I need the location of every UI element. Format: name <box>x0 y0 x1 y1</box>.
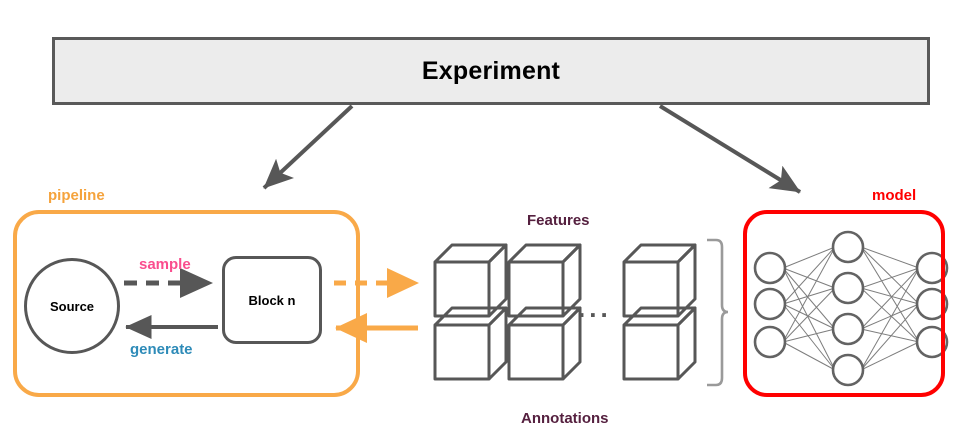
experiment-box[interactable]: Experiment <box>52 37 930 105</box>
connector-experiment-to-model <box>658 104 802 194</box>
annotations-label: Annotations <box>521 410 609 427</box>
edge-label-sample: sample <box>139 256 191 273</box>
cube-ellipsis: ... <box>578 293 612 323</box>
cube-annotation-1 <box>433 306 508 381</box>
pipeline-node-source[interactable]: Source <box>24 258 120 354</box>
experiment-title: Experiment <box>421 56 561 85</box>
pipeline-node-block-n-label: Block n <box>248 292 296 308</box>
network-node-output-2 <box>915 287 949 321</box>
network-node-hidden-2 <box>831 271 865 305</box>
network-node-hidden-3 <box>831 312 865 346</box>
pipeline-group-label: pipeline <box>48 187 105 204</box>
pipeline-node-block-n[interactable]: Block n <box>222 256 322 344</box>
network-node-input-3 <box>753 325 787 359</box>
network-node-hidden-1 <box>831 230 865 264</box>
features-label: Features <box>527 212 590 229</box>
model-group-label: model <box>872 187 917 204</box>
pipeline-node-source-label: Source <box>49 298 95 314</box>
cube-feature-1 <box>433 243 508 318</box>
network-node-output-3 <box>915 325 949 359</box>
neural-network <box>753 230 949 387</box>
connector-experiment-to-pipeline <box>262 104 354 190</box>
network-node-output-1 <box>915 251 949 285</box>
edge-label-generate: generate <box>130 341 193 358</box>
dataset-brace <box>707 238 729 387</box>
cube-feature-n <box>622 243 697 318</box>
cube-annotation-n <box>622 306 697 381</box>
model-group-box[interactable] <box>743 210 945 397</box>
cube-feature-2 <box>507 243 582 318</box>
cube-annotation-2 <box>507 306 582 381</box>
network-node-input-2 <box>753 287 787 321</box>
pipeline-group-box[interactable] <box>13 210 360 397</box>
cube-grid <box>433 243 697 381</box>
network-node-input-1 <box>753 251 787 285</box>
network-node-hidden-4 <box>831 353 865 387</box>
